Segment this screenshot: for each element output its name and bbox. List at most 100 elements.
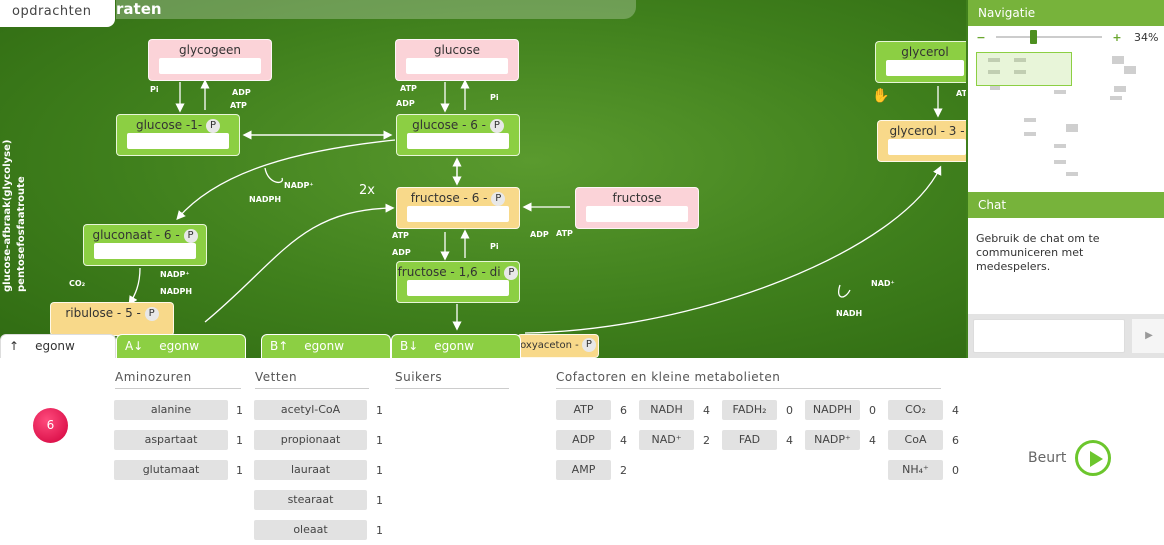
node-slot[interactable]: [407, 280, 509, 296]
chat-input[interactable]: [973, 319, 1125, 353]
item-oleaat[interactable]: oleaat: [254, 520, 367, 540]
item-aspartaat[interactable]: aspartaat: [114, 430, 228, 450]
item-co2[interactable]: CO₂: [888, 400, 943, 420]
node-slot[interactable]: [94, 243, 196, 259]
opdrachten-tab[interactable]: opdrachten: [0, 0, 115, 27]
item-count: 1: [376, 434, 383, 447]
node-glucose[interactable]: glucose: [395, 39, 519, 81]
item-count: 1: [376, 524, 383, 537]
item-count: 4: [620, 434, 627, 447]
chat-send-button[interactable]: ▶: [1132, 319, 1164, 353]
label-adp: ADP: [232, 88, 251, 97]
minimap-viewport[interactable]: [976, 52, 1072, 86]
map-title: raten: [116, 0, 162, 18]
node-glycerol-3-p[interactable]: glycerol - 3 -: [877, 120, 966, 162]
node-ribulose-5-p[interactable]: ribulose - 5 - P: [50, 302, 174, 336]
column-vetten: Vetten: [255, 370, 369, 389]
play-turn-button[interactable]: [1075, 440, 1111, 476]
label-2x: 2x: [359, 183, 375, 198]
map-title-bar: raten: [116, 0, 636, 19]
node-glycogeen[interactable]: glycogeen: [148, 39, 272, 81]
item-count: 0: [869, 404, 876, 417]
item-count: 0: [786, 404, 793, 417]
node-glucose-1-p[interactable]: glucose -1- P: [116, 114, 240, 156]
zoom-out-button[interactable]: −: [976, 30, 986, 44]
route-label-pentose: pentosefosfaatroute: [16, 176, 27, 292]
label-nadph: NADPH: [160, 287, 193, 296]
phosphate-badge: P: [504, 265, 519, 280]
phosphate-badge: P: [206, 118, 221, 133]
node-gluconaat-6-p[interactable]: gluconaat - 6 - P: [83, 224, 207, 266]
label-nadp: NADP⁺: [160, 270, 190, 279]
node-slot[interactable]: [888, 139, 966, 155]
item-fadh2[interactable]: FADH₂: [722, 400, 777, 420]
node-fructose[interactable]: fructose: [575, 187, 699, 229]
item-count: 4: [952, 404, 959, 417]
item-count: 0: [952, 464, 959, 477]
zoom-slider[interactable]: [996, 30, 1102, 44]
node-slot[interactable]: [886, 60, 964, 76]
item-count: 2: [703, 434, 710, 447]
player-tab-b-up[interactable]: B↑egonw: [261, 334, 391, 358]
label-nadh: NADH: [836, 309, 863, 318]
label-adp: ADP: [396, 99, 415, 108]
item-acetyl-coa[interactable]: acetyl-CoA: [254, 400, 367, 420]
node-slot[interactable]: [586, 206, 688, 222]
item-nadh[interactable]: NADH: [639, 400, 694, 420]
player-tab-a[interactable]: A↓egonw: [116, 334, 246, 358]
node-fructose-16-dip[interactable]: fructose - 1,6 - di P: [396, 261, 520, 303]
chat-panel: Chat Gebruik de chat om te communiceren …: [966, 192, 1164, 358]
phosphate-badge: P: [489, 118, 504, 133]
node-slot[interactable]: [127, 133, 229, 149]
item-count: 4: [869, 434, 876, 447]
route-label-glycolyse: glucose-afbraak(glycolyse): [2, 139, 13, 292]
chat-message: Gebruik de chat om te communiceren met m…: [976, 232, 1100, 273]
label-atp: ATP: [230, 101, 247, 110]
beurt-label: Beurt: [1028, 450, 1067, 466]
label-pi: Pi: [490, 242, 499, 251]
label-atp: AT: [956, 89, 966, 98]
node-slot[interactable]: [406, 58, 508, 74]
item-fad[interactable]: FAD: [722, 430, 777, 450]
item-propionaat[interactable]: propionaat: [254, 430, 367, 450]
minimap[interactable]: [974, 52, 1158, 192]
item-coa[interactable]: CoA: [888, 430, 943, 450]
label-atp: ATP: [392, 231, 409, 240]
label-adp: ADP: [530, 230, 549, 239]
player-tab-b-down[interactable]: B↓egonw: [391, 334, 521, 358]
zoom-in-button[interactable]: +: [1112, 30, 1122, 44]
column-suikers: Suikers: [395, 370, 509, 389]
item-nadp[interactable]: NADP⁺: [805, 430, 860, 450]
node-fructose-6-p[interactable]: fructose - 6 - P: [396, 187, 520, 229]
zoom-slider-thumb[interactable]: [1030, 30, 1037, 44]
zoom-level: 34%: [1134, 30, 1159, 44]
item-nad[interactable]: NAD⁺: [639, 430, 694, 450]
item-nadph[interactable]: NADPH: [805, 400, 860, 420]
item-alanine[interactable]: alanine: [114, 400, 228, 420]
item-count: 1: [236, 404, 243, 417]
item-lauraat[interactable]: lauraat: [254, 460, 367, 480]
item-adp[interactable]: ADP: [556, 430, 611, 450]
item-count: 2: [620, 464, 627, 477]
item-nh4[interactable]: NH₄⁺: [888, 460, 943, 480]
item-count: 4: [703, 404, 710, 417]
node-slot[interactable]: [159, 58, 261, 74]
item-count: 6: [952, 434, 959, 447]
item-glutamaat[interactable]: glutamaat: [114, 460, 228, 480]
player-tab-self[interactable]: ↑egonw: [0, 334, 116, 358]
node-glycerol[interactable]: glycerol: [875, 41, 966, 83]
item-count: 1: [236, 464, 243, 477]
phosphate-badge: P: [183, 228, 198, 243]
column-cofactoren: Cofactoren en kleine metabolieten: [556, 370, 941, 389]
node-slot[interactable]: [407, 206, 509, 222]
item-atp[interactable]: ATP: [556, 400, 611, 420]
label-nadp: NADP⁺: [284, 181, 314, 190]
turn-count-badge: 6: [33, 408, 68, 443]
node-oxyaceton[interactable]: oxyaceton - P: [517, 334, 599, 358]
item-stearaat[interactable]: stearaat: [254, 490, 367, 510]
pathway-map[interactable]: opdrachten raten glycogeen glucose glyce…: [0, 0, 966, 358]
node-slot[interactable]: [407, 133, 509, 149]
label-pi: Pi: [150, 85, 159, 94]
item-amp[interactable]: AMP: [556, 460, 611, 480]
node-glucose-6-p[interactable]: glucose - 6 - P: [396, 114, 520, 156]
